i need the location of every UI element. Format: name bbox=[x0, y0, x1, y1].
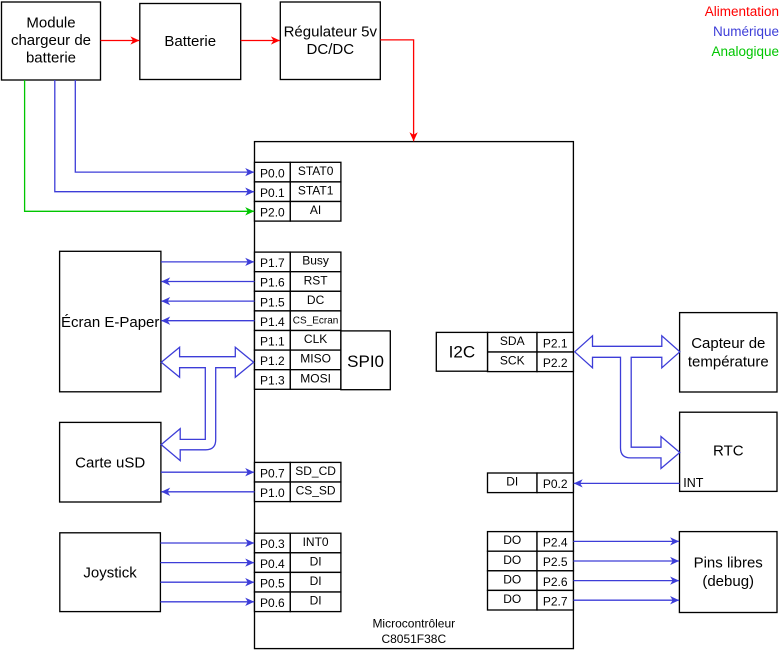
svg-text:P1.0: P1.0 bbox=[260, 486, 285, 500]
svg-text:RST: RST bbox=[304, 273, 329, 287]
svg-text:DO: DO bbox=[503, 572, 521, 586]
svg-text:P1.2: P1.2 bbox=[260, 354, 285, 368]
svg-text:P0.0: P0.0 bbox=[260, 166, 285, 180]
svg-text:Analogique: Analogique bbox=[711, 44, 779, 59]
svg-text:SCK: SCK bbox=[500, 354, 525, 368]
svg-text:température: température bbox=[688, 354, 769, 371]
svg-text:DI: DI bbox=[506, 475, 518, 489]
svg-text:DO: DO bbox=[503, 553, 521, 567]
svg-text:P0.5: P0.5 bbox=[260, 576, 285, 590]
svg-text:STAT0: STAT0 bbox=[298, 164, 334, 178]
svg-text:P1.5: P1.5 bbox=[260, 295, 285, 309]
svg-text:STAT1: STAT1 bbox=[298, 184, 334, 198]
svg-text:P2.5: P2.5 bbox=[543, 555, 568, 569]
svg-text:INT0: INT0 bbox=[303, 535, 329, 549]
svg-text:DO: DO bbox=[503, 533, 521, 547]
svg-text:P1.3: P1.3 bbox=[260, 374, 285, 388]
svg-text:batterie: batterie bbox=[26, 50, 76, 67]
svg-text:P1.6: P1.6 bbox=[260, 276, 285, 290]
svg-text:SPI0: SPI0 bbox=[347, 352, 384, 371]
svg-text:Pins libres: Pins libres bbox=[694, 555, 763, 572]
svg-text:Numérique: Numérique bbox=[713, 24, 779, 39]
svg-text:P2.6: P2.6 bbox=[543, 575, 568, 589]
svg-text:Écran E-Paper: Écran E-Paper bbox=[61, 314, 159, 331]
svg-text:DI: DI bbox=[310, 574, 322, 588]
svg-text:P2.1: P2.1 bbox=[543, 336, 568, 350]
svg-text:DC: DC bbox=[307, 293, 325, 307]
svg-text:Capteur de: Capteur de bbox=[691, 335, 765, 352]
svg-text:P2.2: P2.2 bbox=[543, 356, 568, 370]
svg-text:Module: Module bbox=[26, 15, 75, 32]
svg-text:MOSI: MOSI bbox=[300, 371, 331, 385]
svg-text:DI: DI bbox=[310, 594, 322, 608]
svg-text:I2C: I2C bbox=[449, 343, 475, 362]
svg-text:RTC: RTC bbox=[713, 443, 744, 460]
svg-text:P2.4: P2.4 bbox=[543, 536, 568, 550]
svg-text:P0.3: P0.3 bbox=[260, 537, 285, 551]
svg-text:DC/DC: DC/DC bbox=[307, 41, 355, 58]
svg-text:chargeur de: chargeur de bbox=[11, 32, 91, 49]
svg-text:Joystick: Joystick bbox=[83, 564, 137, 581]
svg-text:Régulateur 5v: Régulateur 5v bbox=[284, 24, 378, 41]
svg-text:AI: AI bbox=[310, 203, 321, 217]
svg-text:P2.7: P2.7 bbox=[543, 594, 568, 608]
svg-text:SD_CD: SD_CD bbox=[295, 464, 336, 478]
svg-text:P1.7: P1.7 bbox=[260, 256, 285, 270]
svg-text:MISO: MISO bbox=[300, 352, 331, 366]
svg-text:DO: DO bbox=[503, 592, 521, 606]
svg-text:Busy: Busy bbox=[302, 254, 329, 268]
svg-text:P0.7: P0.7 bbox=[260, 466, 285, 480]
svg-text:DI: DI bbox=[310, 554, 322, 568]
svg-text:P1.1: P1.1 bbox=[260, 335, 285, 349]
svg-text:Batterie: Batterie bbox=[164, 33, 216, 50]
svg-text:P0.1: P0.1 bbox=[260, 186, 285, 200]
svg-text:P0.4: P0.4 bbox=[260, 557, 285, 571]
svg-text:Alimentation: Alimentation bbox=[705, 4, 779, 19]
svg-text:P2.0: P2.0 bbox=[260, 206, 285, 220]
svg-text:P0.6: P0.6 bbox=[260, 596, 285, 610]
svg-text:SDA: SDA bbox=[500, 334, 525, 348]
svg-text:P0.2: P0.2 bbox=[543, 477, 568, 491]
svg-text:Carte uSD: Carte uSD bbox=[75, 454, 145, 471]
svg-text:CS_Ecran: CS_Ecran bbox=[293, 316, 339, 327]
svg-text:INT: INT bbox=[683, 476, 704, 490]
svg-text:CLK: CLK bbox=[304, 332, 327, 346]
svg-text:P1.4: P1.4 bbox=[260, 315, 285, 329]
svg-text:Microcontrôleur: Microcontrôleur bbox=[372, 616, 455, 630]
svg-text:C8051F38C: C8051F38C bbox=[381, 632, 446, 646]
svg-text:(debug): (debug) bbox=[702, 573, 754, 590]
svg-text:CS_SD: CS_SD bbox=[296, 484, 336, 498]
